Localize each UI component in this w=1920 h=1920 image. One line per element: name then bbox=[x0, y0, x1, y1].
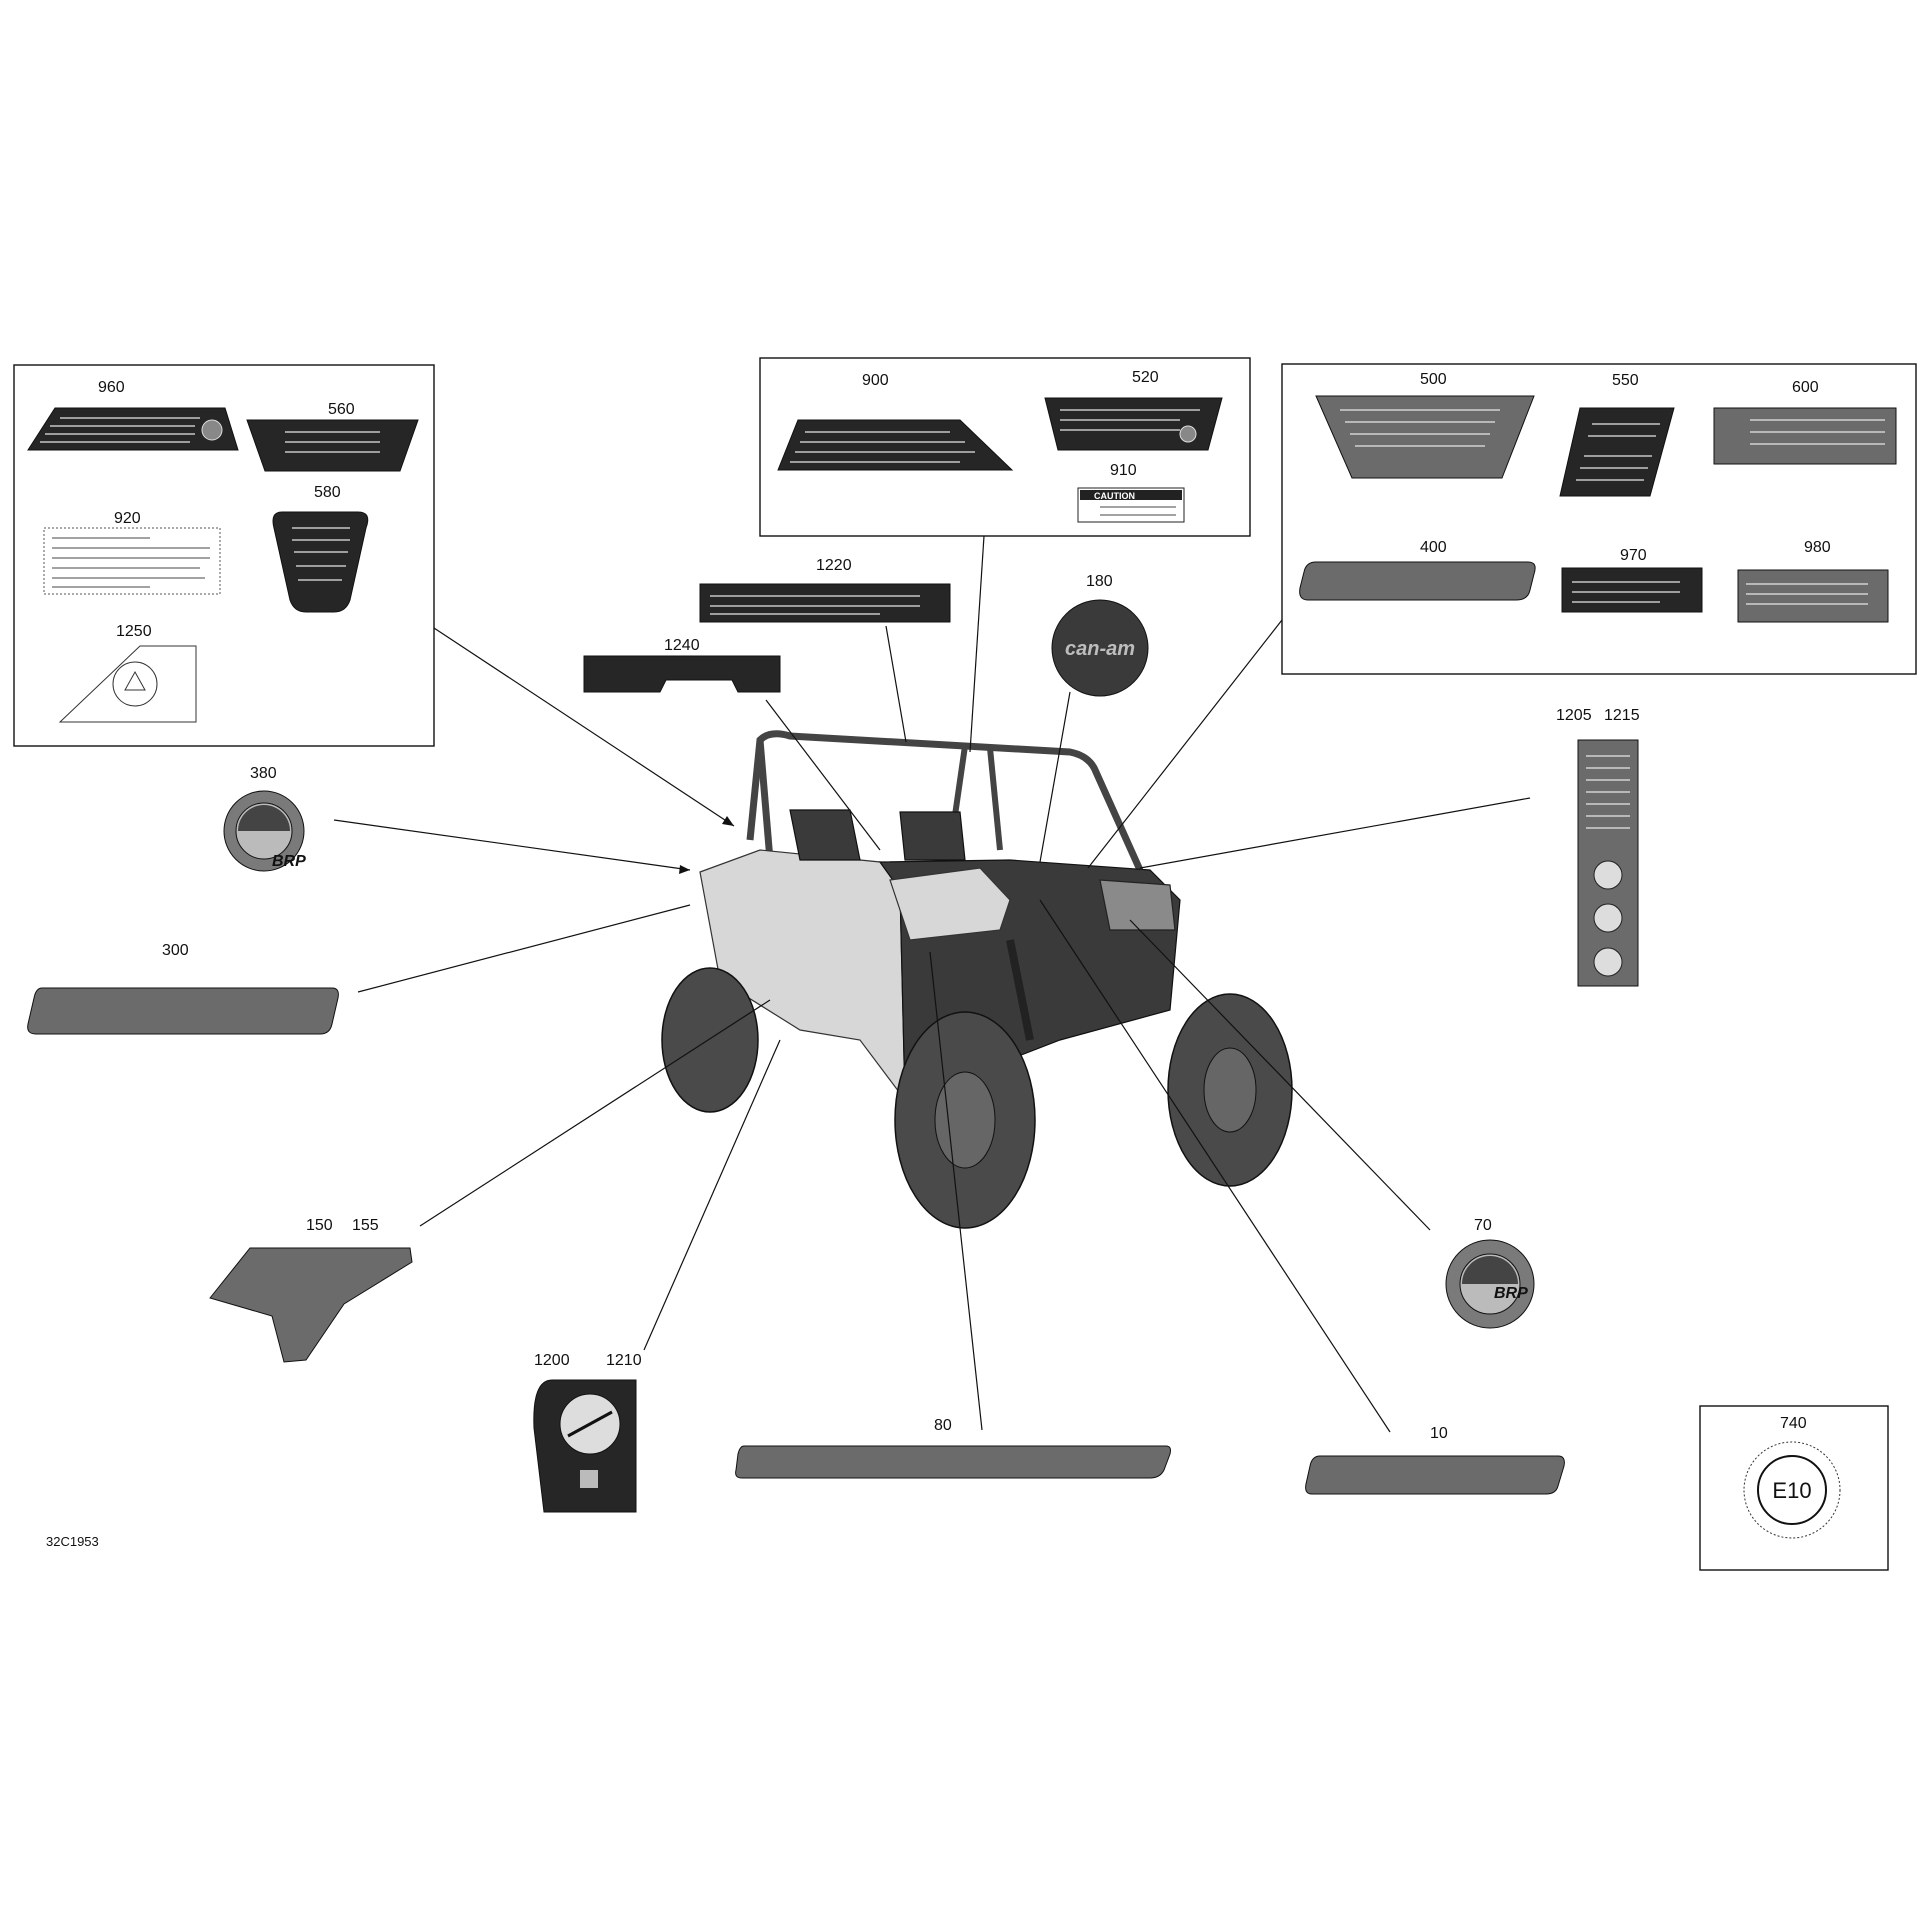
callout-580: 580 bbox=[314, 484, 341, 501]
decal-520[interactable] bbox=[1044, 397, 1223, 451]
brp-logo-text: BRP bbox=[272, 853, 306, 870]
callout-300: 300 bbox=[162, 942, 189, 959]
callout-1220: 1220 bbox=[816, 557, 852, 574]
decal-910[interactable]: CAUTION bbox=[1077, 487, 1185, 523]
callout-box-right bbox=[1281, 363, 1917, 675]
callout-600: 600 bbox=[1792, 379, 1819, 396]
callout-920: 920 bbox=[114, 510, 141, 527]
brp-logo-text-70: BRP bbox=[1494, 1285, 1528, 1302]
callout-1215: 1215 bbox=[1604, 707, 1640, 724]
callout-740: 740 bbox=[1780, 1415, 1807, 1432]
callout-960: 960 bbox=[98, 379, 125, 396]
decal-920[interactable] bbox=[43, 527, 221, 595]
caution-label: CAUTION bbox=[1094, 491, 1135, 501]
decal-900[interactable] bbox=[777, 419, 1014, 471]
vehicle-illustration bbox=[661, 730, 1293, 1229]
callout-box-left bbox=[13, 364, 435, 747]
decal-70[interactable]: BRP bbox=[1445, 1239, 1535, 1329]
decal-1240[interactable] bbox=[583, 655, 781, 693]
decal-560[interactable] bbox=[246, 419, 419, 472]
decal-550[interactable] bbox=[1559, 407, 1675, 497]
callout-400: 400 bbox=[1420, 539, 1447, 556]
callout-150: 150 bbox=[306, 1217, 333, 1234]
callout-380: 380 bbox=[250, 765, 277, 782]
callout-970: 970 bbox=[1620, 547, 1647, 564]
callout-180: 180 bbox=[1086, 573, 1113, 590]
decal-380[interactable]: BRP bbox=[223, 790, 306, 872]
decal-150-155[interactable] bbox=[209, 1247, 413, 1363]
decal-1200-1210[interactable] bbox=[533, 1379, 637, 1513]
callout-70: 70 bbox=[1474, 1217, 1492, 1234]
callout-900: 900 bbox=[862, 372, 889, 389]
callout-980: 980 bbox=[1804, 539, 1831, 556]
decal-500[interactable] bbox=[1315, 395, 1535, 479]
callout-box-740 bbox=[1699, 1405, 1889, 1571]
leader-lines bbox=[333, 535, 1531, 1433]
decal-960[interactable] bbox=[27, 407, 239, 451]
can-am-logo-text: can-am bbox=[1065, 638, 1135, 660]
decal-300[interactable] bbox=[27, 987, 339, 1035]
decal-1220[interactable] bbox=[699, 583, 951, 623]
decal-1250[interactable] bbox=[58, 645, 197, 723]
callout-1250: 1250 bbox=[116, 623, 152, 640]
callout-910: 910 bbox=[1110, 462, 1137, 479]
decal-970[interactable] bbox=[1561, 567, 1703, 613]
callout-560: 560 bbox=[328, 401, 355, 418]
decal-80[interactable] bbox=[735, 1445, 1171, 1479]
e10-label: E10 bbox=[1772, 1478, 1811, 1503]
decal-1205-1215[interactable] bbox=[1577, 739, 1639, 987]
decal-10[interactable] bbox=[1305, 1455, 1565, 1495]
callout-80: 80 bbox=[934, 1417, 952, 1434]
callout-10: 10 bbox=[1430, 1425, 1448, 1442]
callout-1240: 1240 bbox=[664, 637, 700, 654]
callout-520: 520 bbox=[1132, 369, 1159, 386]
drawing-reference: 32C1953 bbox=[46, 1534, 99, 1549]
callout-155: 155 bbox=[352, 1217, 379, 1234]
decal-180[interactable]: can-am bbox=[1051, 599, 1149, 697]
decal-740[interactable]: E10 bbox=[1743, 1441, 1841, 1539]
callout-1205: 1205 bbox=[1556, 707, 1592, 724]
callout-1200: 1200 bbox=[534, 1352, 570, 1369]
callout-1210: 1210 bbox=[606, 1352, 642, 1369]
callout-box-center bbox=[759, 357, 1251, 537]
callout-550: 550 bbox=[1612, 372, 1639, 389]
decal-400[interactable] bbox=[1299, 561, 1536, 601]
decal-580[interactable] bbox=[272, 511, 369, 613]
callout-500: 500 bbox=[1420, 371, 1447, 388]
decal-980[interactable] bbox=[1737, 569, 1889, 623]
decal-600[interactable] bbox=[1713, 407, 1897, 465]
